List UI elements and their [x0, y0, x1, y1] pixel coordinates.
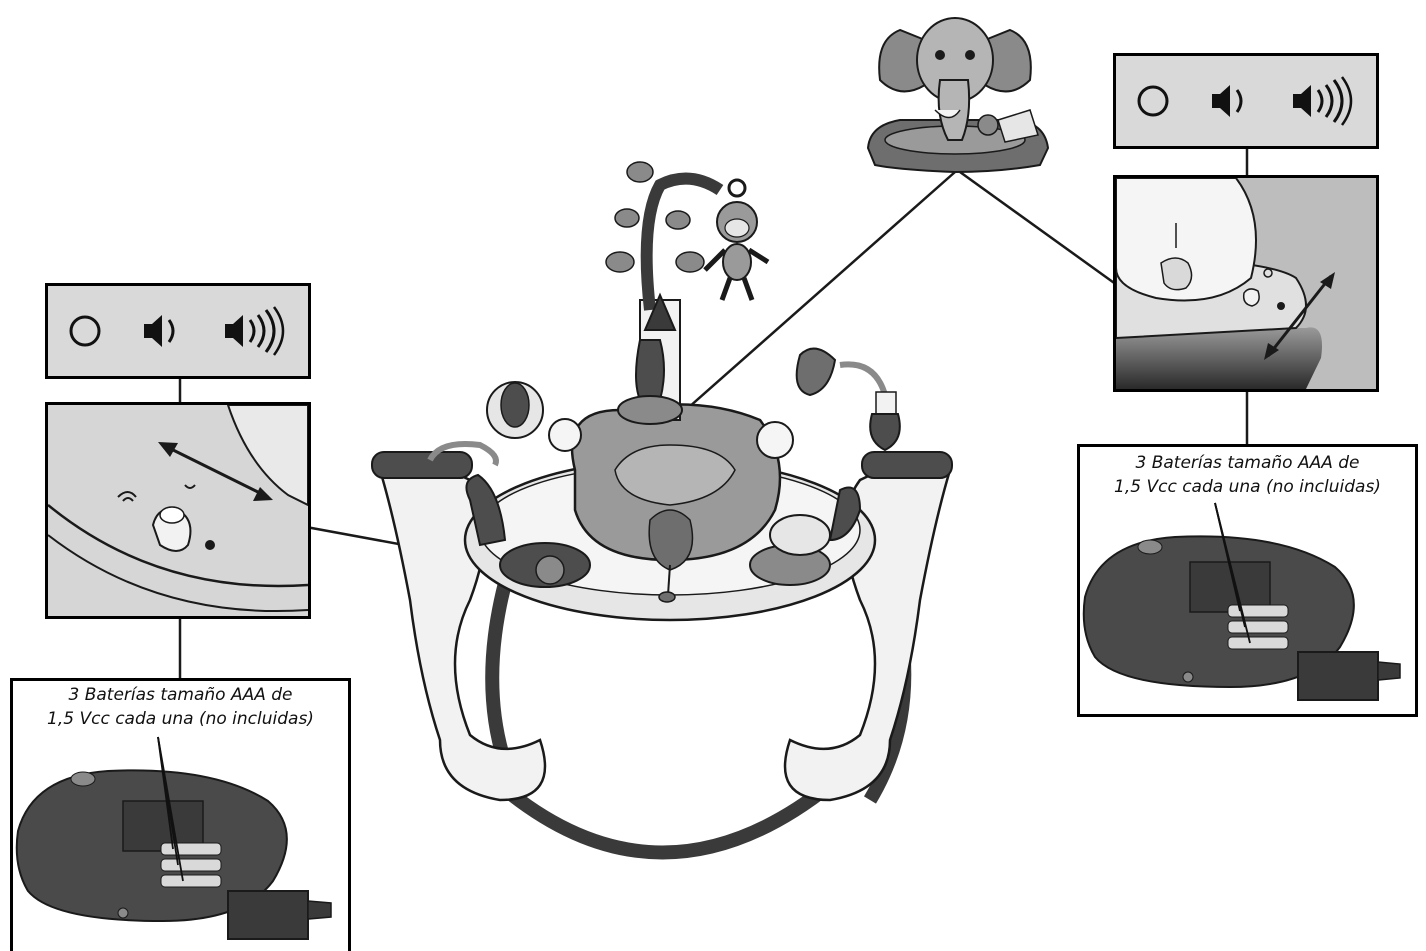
battery-note-line2: 1,5 Vcc cada una (no incluidas) — [47, 709, 314, 729]
elephant-toy — [866, 17, 1050, 174]
battery-panel-right: 3 Baterías tamaño AAA de 1,5 Vcc cada un… — [1077, 444, 1418, 717]
switch-closeup-art — [48, 405, 308, 613]
switch-closeup-right — [1113, 175, 1379, 392]
battery-panel-left: 3 Baterías tamaño AAA de 1,5 Vcc cada un… — [10, 678, 351, 951]
battery-note-line2: 1,5 Vcc cada una (no incluidas) — [1114, 477, 1381, 497]
battery-compartment-art-left — [15, 736, 332, 940]
switch-closeup-art — [1116, 178, 1335, 389]
canopy-pole — [605, 161, 770, 425]
battery-note: 3 Baterías tamaño AAA de 1,5 Vcc cada un… — [1080, 451, 1415, 499]
sound-settings-panel-right — [1113, 53, 1379, 149]
battery-note-line1: 3 Baterías tamaño AAA de — [1135, 453, 1360, 473]
volume-high-icon — [224, 306, 284, 356]
volume-low-icon — [1211, 85, 1243, 117]
right-toys — [756, 347, 901, 556]
volume-low-icon — [143, 315, 175, 347]
volume-high-icon — [1292, 76, 1352, 126]
battery-compartment-art-right — [1082, 502, 1401, 701]
off-icon — [1137, 85, 1169, 117]
sound-settings-panel-left — [45, 283, 311, 379]
off-icon — [69, 315, 101, 347]
left-toys — [427, 381, 582, 585]
battery-note: 3 Baterías tamaño AAA de 1,5 Vcc cada un… — [13, 683, 348, 731]
battery-note-line1: 3 Baterías tamaño AAA de — [68, 685, 293, 705]
seat — [570, 403, 782, 603]
switch-closeup-left — [45, 402, 311, 619]
base-frame — [371, 451, 953, 860]
